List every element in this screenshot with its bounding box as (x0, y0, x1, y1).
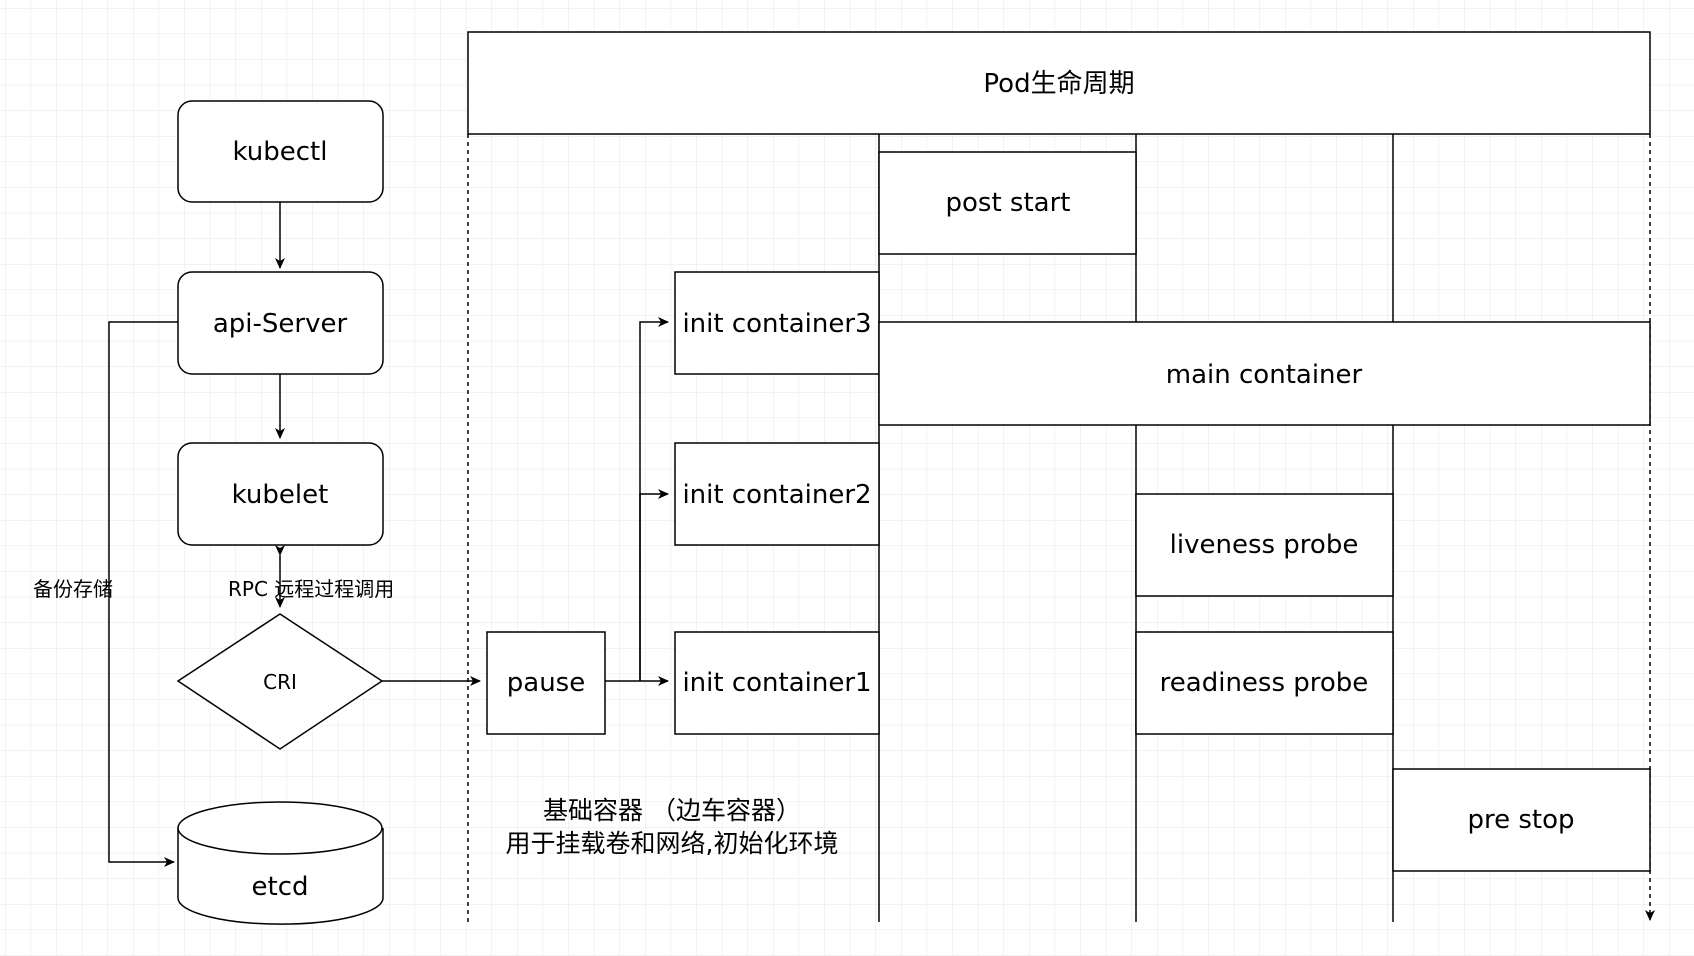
etcd-node[interactable]: etcd (177, 801, 384, 925)
pod-lifecycle-header[interactable]: Pod生命周期 (467, 31, 1651, 135)
init-container1-node[interactable]: init container1 (674, 631, 880, 735)
api-server-label: api-Server (213, 309, 348, 339)
pause-node[interactable]: pause (486, 631, 606, 735)
post-start-label: post start (946, 188, 1071, 218)
edge-api-etcd (108, 321, 178, 867)
liveness-probe-label: liveness probe (1170, 530, 1359, 560)
base-container-caption-line1: 基础容器 （边车容器） (543, 796, 801, 825)
main-container-label: main container (1166, 360, 1363, 390)
init-container2-label: init container2 (682, 480, 871, 510)
edge-pause-init3 (639, 317, 669, 681)
kubectl-node[interactable]: kubectl (177, 100, 384, 203)
post-start-node[interactable]: post start (878, 151, 1137, 255)
init-container3-label: init container3 (682, 309, 871, 339)
init-container1-label: init container1 (682, 668, 871, 698)
pause-label: pause (507, 668, 585, 698)
kubelet-label: kubelet (232, 480, 329, 510)
api-server-node[interactable]: api-Server (177, 271, 384, 375)
cri-node[interactable]: CRI (176, 613, 384, 750)
pre-stop-label: pre stop (1467, 805, 1574, 835)
rpc-label: RPC 远程过程调用 (228, 577, 394, 601)
readiness-probe-label: readiness probe (1160, 668, 1369, 698)
pod-lifecycle-label: Pod生命周期 (983, 69, 1134, 99)
base-container-caption-line2: 用于挂载卷和网络,初始化环境 (506, 829, 839, 858)
readiness-probe-node[interactable]: readiness probe (1135, 631, 1394, 735)
liveness-probe-node[interactable]: liveness probe (1135, 493, 1394, 597)
backup-storage-label: 备份存储 (33, 577, 113, 601)
pre-stop-node[interactable]: pre stop (1392, 768, 1651, 872)
init-container3-node[interactable]: init container3 (674, 271, 880, 375)
kubectl-label: kubectl (233, 137, 328, 167)
kubelet-node[interactable]: kubelet (177, 442, 384, 546)
etcd-label: etcd (252, 872, 309, 902)
main-container-node[interactable]: main container (878, 321, 1651, 426)
cri-label: CRI (263, 670, 297, 694)
init-container2-node[interactable]: init container2 (674, 442, 880, 546)
